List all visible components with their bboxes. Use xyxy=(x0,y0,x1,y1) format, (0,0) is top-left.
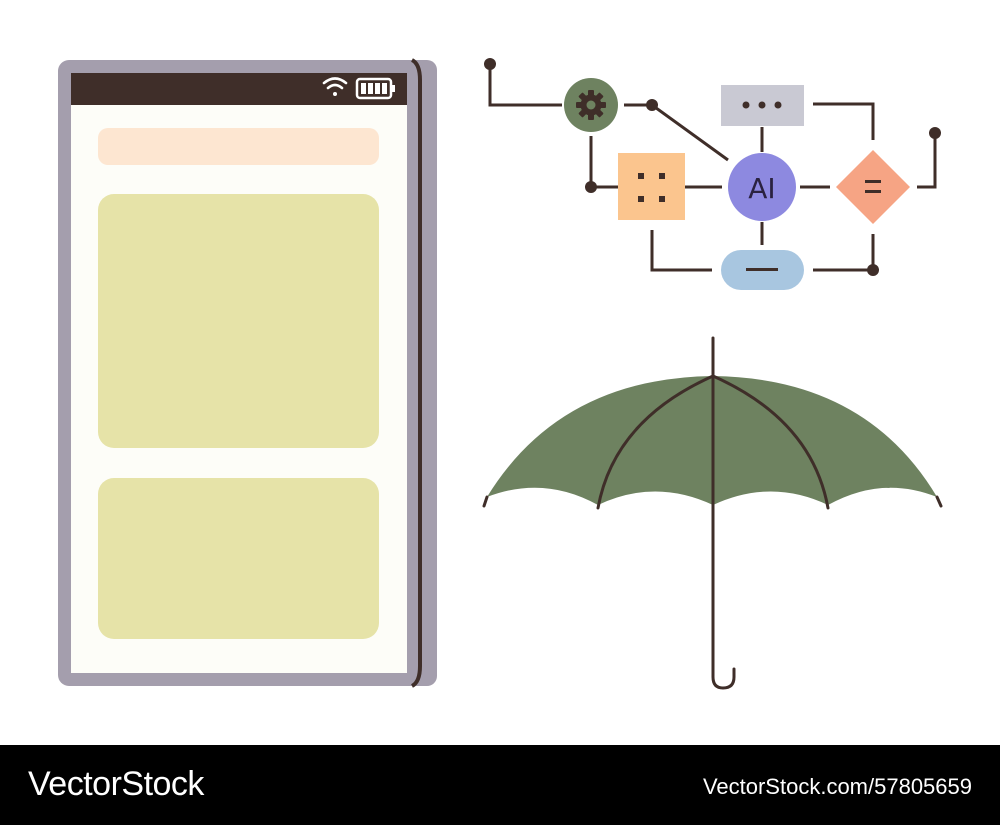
phone-side-edge xyxy=(410,58,422,688)
ai-node: AI xyxy=(728,153,796,221)
watermark-footer-bar: VectorStock VectorStock.com/57805659 xyxy=(0,745,1000,825)
ellipsis-node xyxy=(721,85,804,126)
equals-icon xyxy=(865,180,881,193)
phone-status-bar xyxy=(71,73,407,105)
image-id-label: VectorStock.com/57805659 xyxy=(702,774,972,799)
umbrella-shaft xyxy=(711,336,736,690)
gear-node xyxy=(564,78,618,132)
ai-node-label: AI xyxy=(748,172,775,205)
minus-icon xyxy=(746,268,778,271)
ellipsis-icon xyxy=(742,101,782,109)
ai-flow-diagram: AI xyxy=(484,58,941,290)
diagram-junction-dots xyxy=(484,58,941,276)
smartphone-illustration xyxy=(58,58,437,688)
header-placeholder-block xyxy=(98,128,379,165)
gear-icon xyxy=(576,90,606,120)
battery-icon xyxy=(355,77,395,100)
umbrella-ribs xyxy=(482,374,943,510)
minus-node xyxy=(721,250,804,290)
content-card-small xyxy=(98,478,379,639)
equals-node xyxy=(836,150,910,224)
wifi-icon xyxy=(322,77,348,96)
grid-dots-icon xyxy=(638,173,665,202)
brand-wordmark[interactable]: VectorStock xyxy=(28,765,204,803)
grid-dots-node xyxy=(618,153,685,220)
umbrella-icon xyxy=(482,336,943,690)
illustration-canvas: AI xyxy=(58,58,943,690)
content-card-large xyxy=(98,194,379,448)
